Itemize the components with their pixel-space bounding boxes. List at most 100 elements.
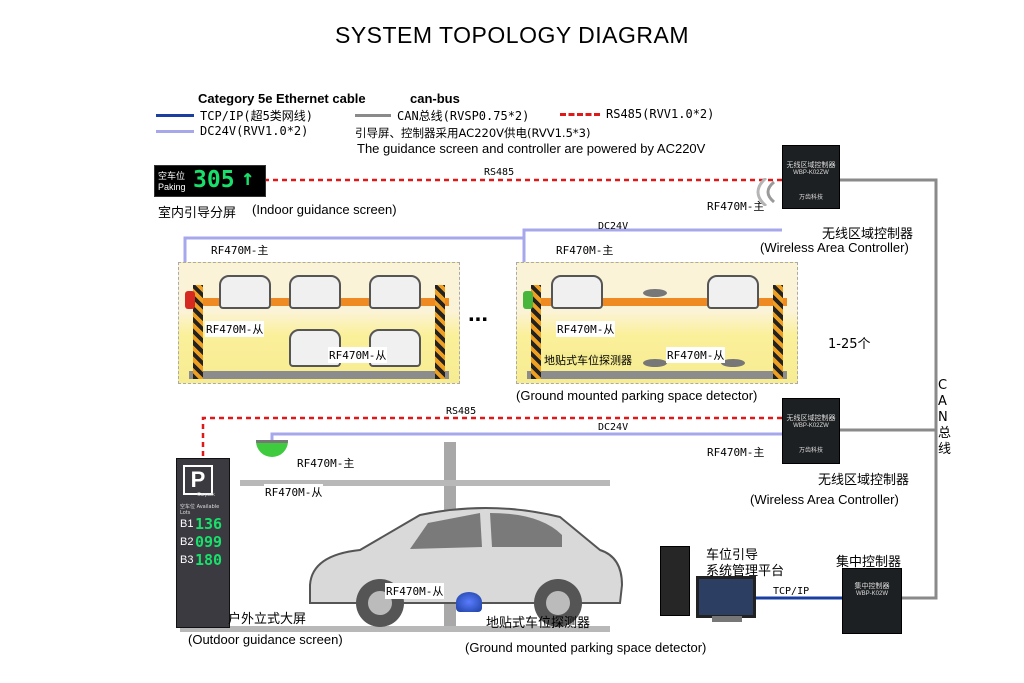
legend-dc24v-swatch [156,130,194,133]
indoor-guidance-screen: 空车位 Paking 305 ↑ [154,165,266,197]
parking-rack-beam [527,298,787,306]
areas-ellipsis: ... [468,300,489,327]
rf-label-outdoor-slave-2: RF470M-从 [385,583,445,599]
rf-label-right-slave-2: RF470M-从 [666,347,726,363]
row-value: 099 [195,533,223,551]
controller-top-caption-cn: 无线区域控制器 [822,227,914,242]
controller-mid-box-model: WBP-K02ZW [793,423,829,429]
outdoor-screen-row: B1 136 [180,515,226,533]
area-count-range: 1-25个 [828,337,871,352]
controller-mid-caption-cn: 无线区域控制器 [818,473,910,488]
rack-pillar [193,285,203,379]
can-bus-lines [838,178,938,600]
outdoor-detector-caption-cn: 地贴式车位探测器 [486,616,591,631]
controller-mid-box-cn: 无线区域控制器 [786,414,836,422]
controller-mid-caption-en: (Wireless Area Controller) [750,492,899,507]
controller-top-box-brand: 万齿科技 [798,195,823,201]
rf-label-right-slave: RF470M-从 [556,321,616,337]
page-title: SYSTEM TOPOLOGY DIAGRAM [334,22,690,48]
wire-label-dc24v-mid: DC24V [598,422,629,433]
wire-label-tcpip: TCP/IP [773,586,810,597]
legend-rs485-swatch [560,113,600,116]
outdoor-detector-caption-en: (Ground mounted parking space detector) [465,640,707,655]
car-icon [707,275,759,309]
ceiling-indicator-icon [256,440,288,457]
ground-detector-icon [643,289,667,297]
status-light-icon [185,291,195,309]
car-icon [289,275,341,309]
rack-pillar [773,285,783,379]
car-icon [309,507,624,627]
rf-label-left-slave-2: RF470M-从 [328,347,388,363]
central-box-model: WBP-K02W [855,591,888,597]
rf-label-left-master: RF470M-主 [210,242,270,258]
wire-label-canbus: CAN总线 [938,378,954,458]
controller-top-box-cn: 无线区域控制器 [786,161,836,169]
ground-detector-icon [456,592,482,612]
wireless-controller-mid: 无线区域控制器 WBP-K02ZW 万齿科技 [782,398,840,464]
car-icon [219,275,271,309]
rack-pillar [435,285,445,379]
row-value: 136 [195,515,223,533]
central-controller-caption: 集中控制器 [836,555,902,570]
legend-rs485-label: RS485(RVV1.0*2) [606,107,715,121]
car-icon [369,275,421,309]
rf-label-outdoor-slave: RF470M-从 [264,484,324,500]
outdoor-screen-caption-en: (Outdoor guidance screen) [188,632,343,647]
legend-dc24v-label: DC24V(RVV1.0*2) [200,124,309,138]
outdoor-screen-row: B2 099 [180,533,226,551]
rs485-lines [201,178,782,458]
legend-can-label: CAN总线(RVSP0.75*2) [397,109,530,123]
monitor-icon [696,576,756,618]
outdoor-screen-caption-cn: 户外立式大屏 [228,612,307,627]
outdoor-screen-sub: Carpark [197,492,215,498]
ground-detector-icon [721,359,745,367]
platform-line2: 系统管理平台 [706,564,785,579]
structure-beam [240,480,610,486]
row-level: B1 [180,518,194,530]
indoor-screen-caption-cn: 室内引导分屏 [158,206,237,221]
legend-tcpip-label: TCP/IP(超5类网线) [200,109,314,123]
rf-label-controller-mid: RF470M-主 [706,444,766,460]
outdoor-screen-rows: B1 136 B2 099 B3 180 [180,515,226,569]
wire-label-dc24v-top: DC24V [598,221,629,232]
row-level: B2 [180,536,194,548]
row-level: B3 [180,554,194,566]
outdoor-screen-row: B3 180 [180,551,226,569]
central-box-cn: 集中控制器 [854,582,890,590]
dc24v-lines [183,228,782,442]
pc-tower-icon [660,546,690,616]
outdoor-guidance-screen: P Carpark 空车位 Available Lots B1 136 B2 0… [176,458,230,628]
central-controller: 集中控制器 WBP-K02W [842,568,902,634]
rf-label-right-master: RF470M-主 [555,242,615,258]
ground-detector-icon [643,359,667,367]
legend-power-cn: 引导屏、控制器采用AC220V供电(RVV1.5*3) [355,126,591,140]
row-value: 180 [195,551,223,569]
indoor-screen-label-bottom: Paking [158,182,186,192]
indoor-screen-label-top: 空车位 [158,172,186,182]
parking-p-icon: P [183,465,213,495]
signal-waves-icon [756,178,776,206]
wire-label-rs485-mid: RS485 [446,406,477,417]
rf-label-controller-top: RF470M-主 [706,198,766,214]
keyboard-icon [712,616,742,622]
indoor-screen-count: 305 [193,167,235,193]
legend-canbus-note: can-bus [410,91,460,106]
up-arrow-icon: ↑ [241,166,255,191]
controller-top-box-model: WBP-K02ZW [793,170,829,176]
indoor-detector-caption-en: (Ground mounted parking space detector) [516,388,758,403]
legend-tcpip-swatch [156,114,194,117]
controller-mid-box-brand: 万齿科技 [798,448,823,454]
outdoor-ground [180,626,610,632]
indoor-screen-caption-en: (Indoor guidance screen) [252,202,397,217]
wire-label-rs485-top: RS485 [484,167,515,178]
controller-top-caption-en: (Wireless Area Controller) [760,240,909,255]
legend-power-en: The guidance screen and controller are p… [357,141,706,156]
legend-can-swatch [355,114,391,117]
rf-label-left-slave: RF470M-从 [205,321,265,337]
outdoor-screen-sub2: 空车位 Available Lots [180,504,220,516]
status-light-icon [523,291,533,309]
platform-line1: 车位引导 [706,548,759,563]
wireless-controller-top: 无线区域控制器 WBP-K02ZW 万齿科技 [782,145,840,209]
